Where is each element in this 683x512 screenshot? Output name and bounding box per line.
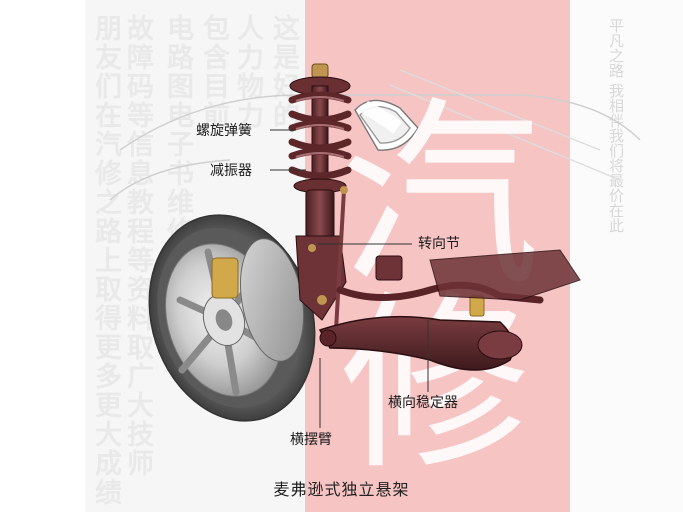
brake-disc <box>211 238 304 362</box>
watermark-right-panel <box>570 0 683 512</box>
diagram-caption: 麦弗逊式独立悬架 <box>273 480 410 499</box>
label-shock-absorber: 减振器 <box>210 163 252 179</box>
control-arm <box>318 315 515 371</box>
stabilizer-link <box>334 189 346 331</box>
watermark-text-column-1: 朋友们在汽修之路上取得更多更大成绩 <box>90 14 121 507</box>
watermark-text-column-6: 这是好的 <box>268 14 299 130</box>
label-coil-spring: 螺旋弹簧 <box>196 123 252 139</box>
watermark-right-text: 平凡之路 我相伴我们将最价在此 <box>604 18 628 233</box>
watermark-text-column-4: 包含目前 <box>198 14 229 130</box>
brake-caliper <box>211 257 239 299</box>
strut-assembly <box>288 63 352 249</box>
watermark-big-char-2: 修 <box>340 274 530 495</box>
watermark-text-column-2: 故障码等信息教程等资料取广大技师 <box>122 14 153 478</box>
label-control-arm: 横摆臂 <box>290 432 332 448</box>
watermark-right-column-1: 平凡之路 <box>607 18 625 78</box>
watermark-text-column-5: 人力物力 <box>232 14 263 130</box>
label-lateral-stabilizer: 横向稳定器 <box>388 395 458 411</box>
leader-lines <box>270 129 429 428</box>
watermark-right-column-2: 我相伴我们将最价在此 <box>607 82 625 233</box>
steering-knuckle <box>295 235 347 321</box>
subframe <box>429 249 581 301</box>
label-steering-knuckle: 转向节 <box>418 236 460 252</box>
